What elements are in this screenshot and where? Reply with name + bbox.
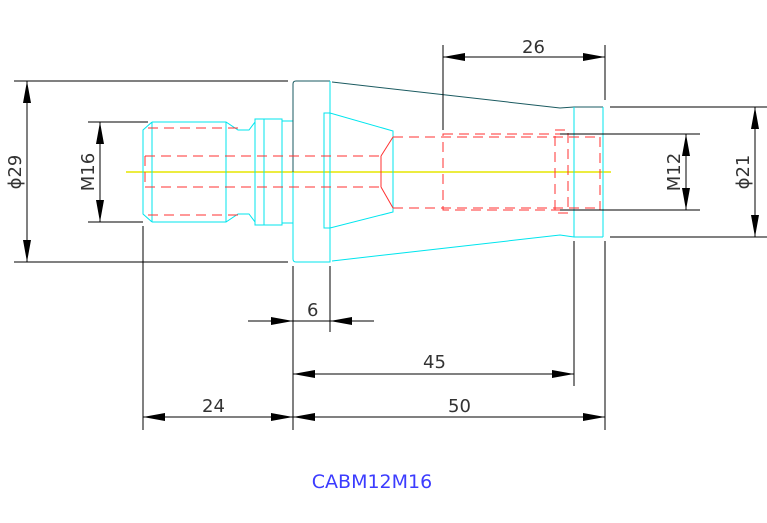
dim-50-label: 50 (448, 396, 471, 417)
dim-dia21-label: ϕ21 (733, 155, 754, 190)
dim-45-label: 45 (423, 352, 446, 373)
dim-dia29-label: ϕ29 (5, 155, 26, 190)
dim-m12-label: M12 (664, 153, 685, 191)
dim-26-label: 26 (522, 37, 545, 58)
part-outline (142, 80, 604, 263)
dim-24-label: 24 (202, 396, 225, 417)
drawing-title: CABM12M16 (312, 471, 432, 493)
hidden-lines (144, 127, 601, 216)
dimension-lines (14, 45, 767, 430)
dim-6-label: 6 (307, 300, 318, 321)
dim-m16-label: M16 (78, 153, 99, 191)
